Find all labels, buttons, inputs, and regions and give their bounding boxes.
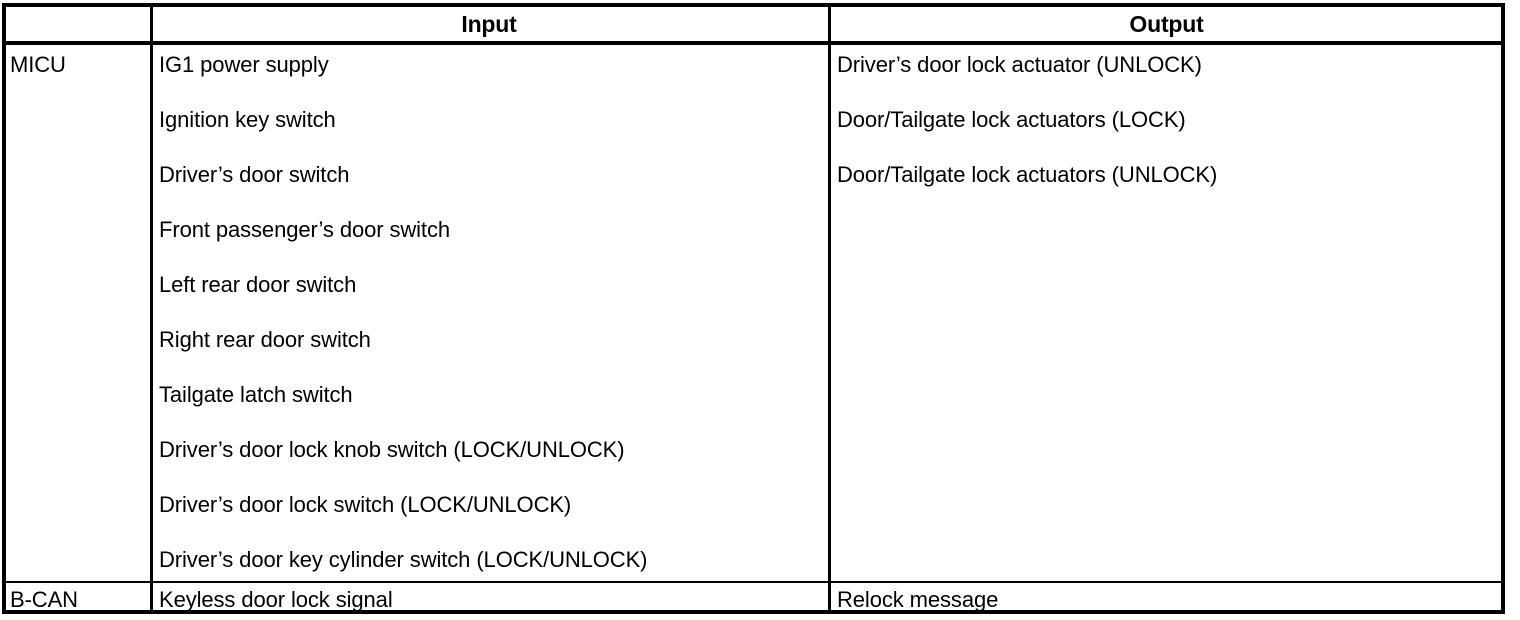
table-row: B-CAN Keyless door lock signal Relock me… [6,581,1501,620]
column-header-output: Output [1129,11,1204,37]
input-item: Ignition key switch [159,107,336,132]
output-item: Door/Tailgate lock actuators (UNLOCK) [837,162,1218,187]
module-label: MICU [10,52,66,77]
input-item: Driver’s door lock switch (LOCK/UNLOCK) [159,492,572,517]
cell-output-bcan: Relock message [831,583,1505,620]
cell-input-bcan: Keyless door lock signal [153,583,828,620]
cell-output-micu: Driver’s door lock actuator (UNLOCK) Doo… [831,45,1505,581]
input-item: Keyless door lock signal [159,587,393,612]
input-output-table: Input Output MICU IG1 power supply Ignit… [2,3,1505,614]
table-row: MICU IG1 power supply Ignition key switc… [6,45,1501,581]
input-item: Driver’s door lock knob switch (LOCK/UNL… [159,437,625,462]
cell-module-bcan: B-CAN [6,583,150,620]
input-item: Driver’s door switch [159,162,350,187]
output-item: Door/Tailgate lock actuators (LOCK) [837,107,1186,132]
module-label: B-CAN [10,587,78,612]
input-item: Front passenger’s door switch [159,217,450,242]
input-item: Left rear door switch [159,272,357,297]
output-item: Relock message [837,587,999,612]
column-divider-2 [828,7,831,610]
input-item: Tailgate latch switch [159,382,353,407]
input-item: Driver’s door key cylinder switch (LOCK/… [159,547,648,572]
column-divider-1 [150,7,153,610]
input-item: Right rear door switch [159,327,371,352]
input-item: IG1 power supply [159,52,329,77]
output-item: Driver’s door lock actuator (UNLOCK) [837,52,1202,77]
cell-input-micu: IG1 power supply Ignition key switch Dri… [153,45,828,581]
column-header-input: Input [461,11,517,37]
table-header-row: Input Output [6,7,1501,45]
cell-module-micu: MICU [6,45,150,581]
